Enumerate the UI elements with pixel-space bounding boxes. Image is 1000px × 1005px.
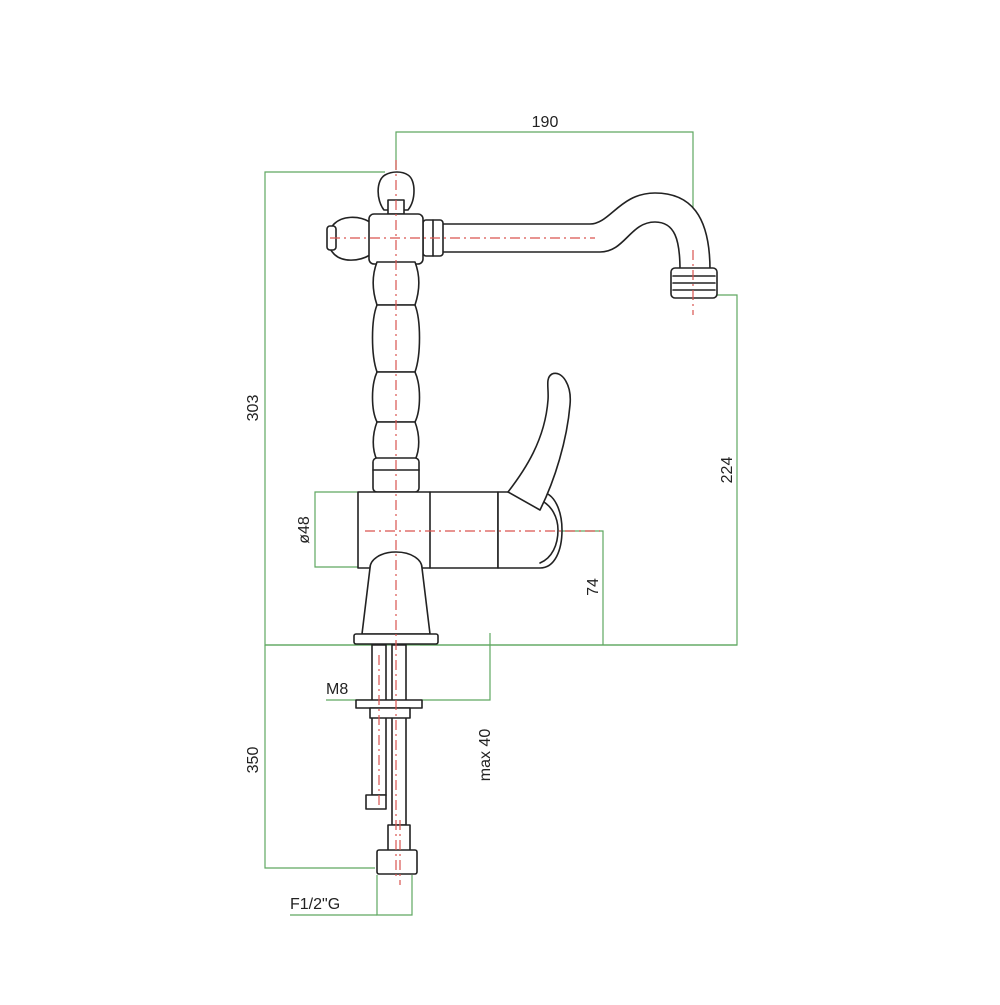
lever-housing-cap <box>539 499 559 564</box>
spout <box>439 192 711 271</box>
label-spout-reach: 190 <box>532 114 559 131</box>
dim-line-hose-length <box>264 645 375 869</box>
center-lines <box>330 160 694 885</box>
top-finial <box>377 171 415 211</box>
faucet-outline <box>326 171 718 875</box>
pedestal-neck <box>361 551 431 635</box>
mounting-nut <box>369 707 411 719</box>
label-body-diameter: ø48 <box>296 516 313 544</box>
label-hose-connection: F1/2"G <box>290 896 340 913</box>
dim-line-body-diameter <box>314 491 358 568</box>
dimension-labels: 190 303 224 ø48 74 350 M8 max 40 F1/2"G <box>245 114 736 913</box>
label-hose-length: 350 <box>245 747 262 774</box>
mounting-washer <box>355 699 423 709</box>
stud-end-nut <box>365 794 387 810</box>
label-lever-height: 74 <box>585 578 602 596</box>
label-spout-height: 224 <box>719 457 736 484</box>
hose-connector-nut <box>376 849 418 875</box>
flexible-hose <box>391 644 407 826</box>
label-thread-stud: M8 <box>326 681 348 698</box>
lever-handle <box>507 372 572 511</box>
dim-line-spout-height <box>420 294 738 646</box>
dim-line-hose-connection <box>376 875 413 916</box>
hose-ferrule <box>387 824 411 852</box>
lever-housing <box>497 491 563 569</box>
label-max-deck: max 40 <box>477 729 494 782</box>
label-total-height: 303 <box>245 395 262 422</box>
dim-line-max-deck <box>420 633 491 701</box>
